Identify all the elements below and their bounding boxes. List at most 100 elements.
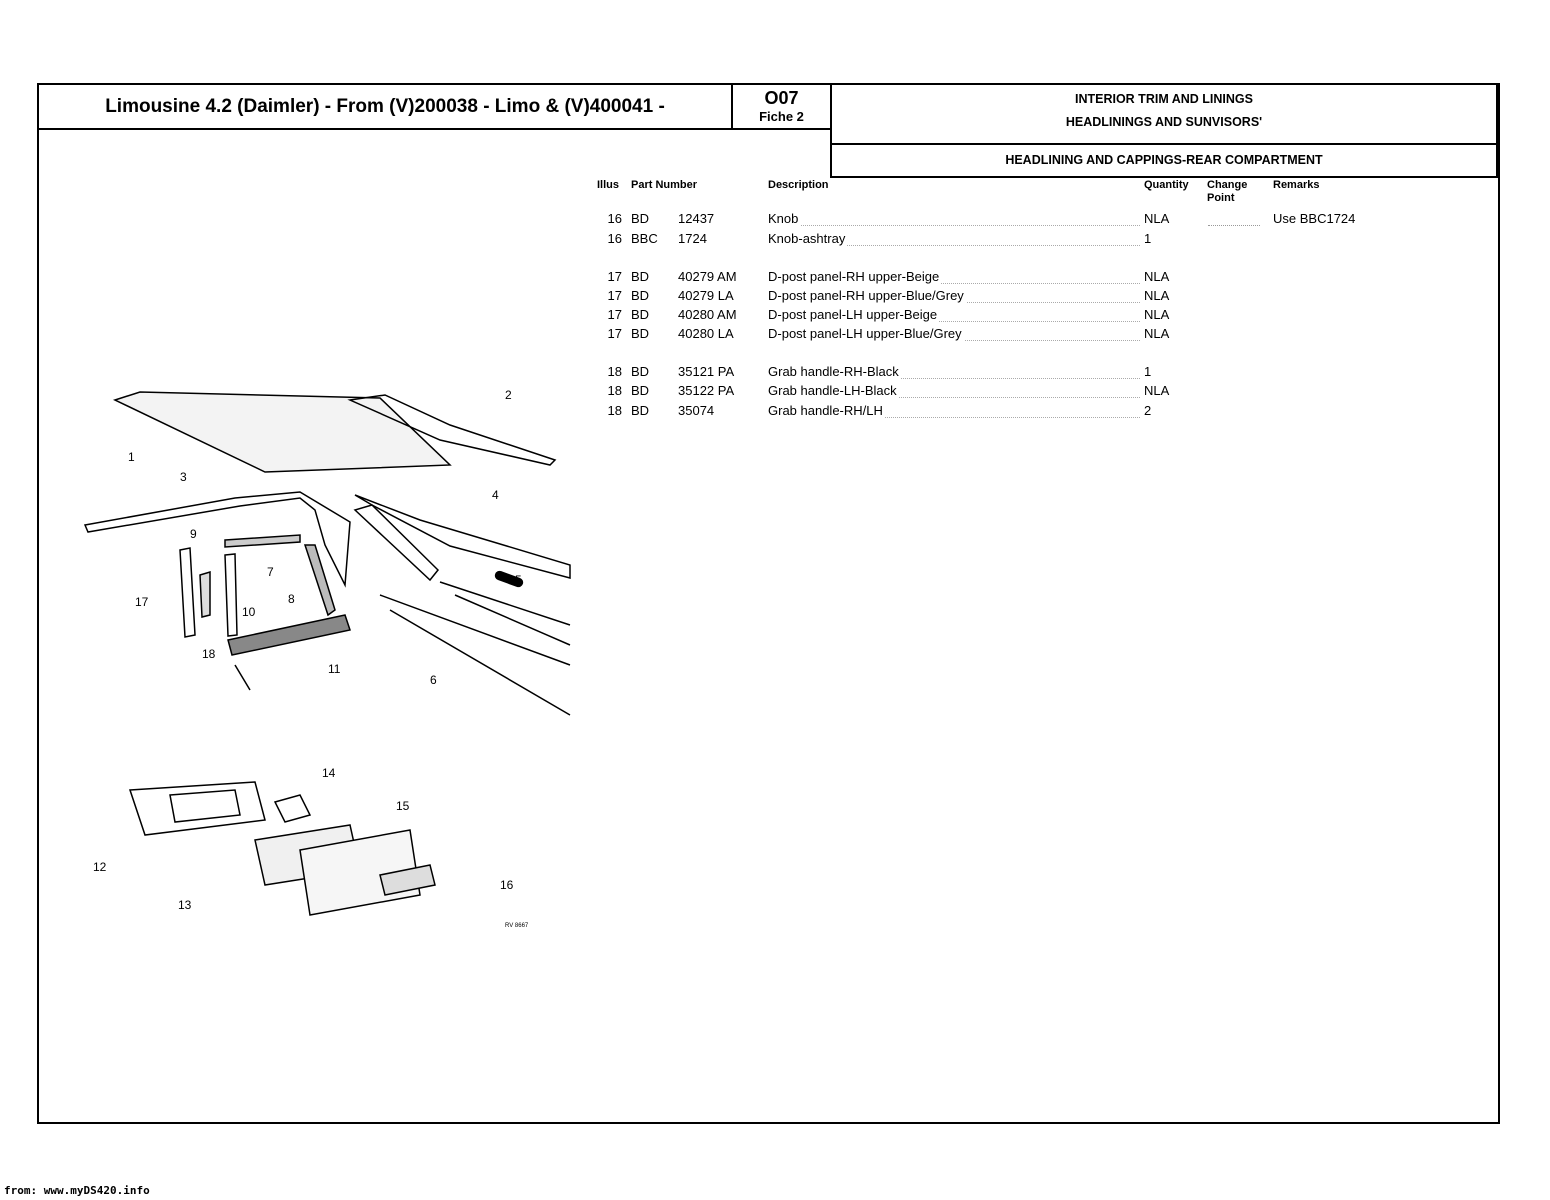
dot-leader: D-post panel-LH upper-Blue/Grey [768,326,1140,341]
remarks: Use BBC1724 [1273,211,1356,226]
part-number: 40279 LA [678,288,734,303]
page-title: Limousine 4.2 (Daimler) - From (V)200038… [37,83,733,130]
dot-leader: Knob [768,211,1140,226]
quantity: NLA [1144,326,1170,341]
table-row: 18 BD 35122 PA Grab handle-LH-Black NLA [0,383,1550,401]
part-prefix: BD [631,269,650,284]
table-row: 17 BD 40280 LA D-post panel-LH upper-Blue/G… [0,326,1550,344]
callout-label: 4 [492,488,499,502]
quantity: 1 [1144,364,1152,379]
callout-label: 13 [178,898,192,912]
part-number: 40280 LA [678,326,734,341]
part-prefix: BD [631,383,650,398]
group-code: O07 [764,88,799,108]
part-number: 12437 [678,211,715,226]
illus-number: 18 [607,403,622,418]
callout-label: 14 [322,766,336,780]
description: Knob-ashtray [768,231,848,246]
subsection-title: HEADLININGS AND SUNVISORS' [1065,115,1263,129]
col-remarks: Remarks [1273,179,1320,191]
part-prefix: BD [631,326,650,341]
description: Grab handle-RH-Black [768,364,901,379]
part-prefix: BD [631,307,650,322]
col-illus: Illus [597,179,620,191]
description: D-post panel-LH upper-Blue/Grey [768,326,964,341]
quantity: NLA [1144,383,1170,398]
part-number: 35122 PA [678,383,735,398]
part-prefix: BD [631,403,650,418]
table-row: 18 BD 35121 PA Grab handle-RH-Black 1 [0,364,1550,382]
callout-label: 8 [288,592,295,606]
dot-leader: Grab handle-RH/LH [768,403,1140,418]
part-prefix: BD [631,364,650,379]
callout-label: 3 [180,470,187,484]
callout-label: 6 [430,673,437,687]
part-number: 40280 AM [678,307,737,322]
description: Grab handle-LH-Black [768,383,899,398]
illus-number: 18 [607,364,622,379]
description: D-post panel-RH upper-Beige [768,269,942,284]
col-quantity: Quantity [1144,179,1189,191]
callout-label: 7 [267,565,274,579]
part-number: 1724 [678,231,707,246]
description: Grab handle-RH/LH [768,403,885,418]
callout-label: 2 [505,388,512,402]
dot-leader: Grab handle-LH-Black [768,383,1140,398]
illus-number: 17 [607,288,622,303]
section-header: INTERIOR TRIM AND LININGS HEADLININGS AN… [830,83,1498,145]
exploded-view-drawing [83,391,571,916]
part-prefix: BBC [631,231,658,246]
part-prefix: BD [631,211,650,226]
col-description: Description [768,179,829,191]
quantity: NLA [1144,269,1170,284]
callout-label: 15 [396,799,410,813]
quantity: NLA [1144,211,1170,226]
dot-leader: D-post panel-RH upper-Beige [768,269,1140,284]
callout-label: 12 [93,860,107,874]
callout-label: 18 [202,647,216,661]
quantity: NLA [1144,307,1170,322]
description: Knob [768,211,801,226]
fiche-number: Fiche 2 [759,109,804,124]
quantity: NLA [1144,288,1170,303]
callout-label: 11 [328,662,341,676]
part-number: 35074 [678,403,715,418]
dot-leader: D-post panel-LH upper-Beige [768,307,1140,322]
col-part-number: Part Number [631,179,698,191]
callout-label: 9 [190,527,197,541]
table-row: 17 BD 40279 AM D-post panel-RH upper-Beige N… [0,269,1550,287]
callout-label: 16 [500,878,514,892]
callout-label: 10 [242,605,256,619]
description: D-post panel-LH upper-Beige [768,307,940,322]
footer-source: from: www.myDS420.info [4,1184,150,1197]
table-row: 18 BD 35074 Grab handle-RH/LH 2 [0,403,1550,421]
part-number: 35121 PA [678,364,735,379]
illus-number: 17 [607,326,622,341]
illus-number: 18 [607,383,622,398]
quantity: 2 [1144,403,1152,418]
part-number: 40279 AM [678,269,737,284]
illus-number: 16 [607,231,622,246]
illus-number: 16 [607,211,622,226]
callout-label: 17 [135,595,149,609]
table-row: 16 BBC 1724 Knob-ashtray 1 [0,231,1550,249]
part-prefix: BD [631,288,650,303]
group-title: HEADLINING AND CAPPINGS-REAR COMPARTMENT [830,143,1498,178]
table-row: 17 BD 40280 AM D-post panel-LH upper-Beige N… [0,307,1550,325]
description: D-post panel-RH upper-Blue/Grey [768,288,966,303]
dot-leader: Knob-ashtray [768,231,1140,246]
fiche-code: O07 Fiche 2 [731,83,832,130]
table-row: 16 BD 12437 Knob NLA Use BBC1724 [0,211,1550,229]
quantity: 1 [1144,231,1152,246]
dot-leader: Grab handle-RH-Black [768,364,1140,379]
callout-label: 5 [515,573,522,587]
table-row: 17 BD 40279 LA D-post panel-RH upper-Blue/G… [0,288,1550,306]
section-title: INTERIOR TRIM AND LININGS [1074,92,1253,106]
illus-number: 17 [607,307,622,322]
dot-leader: D-post panel-RH upper-Blue/Grey [768,288,1140,303]
col-change-point: Change Point [1207,179,1248,204]
change-point-leader [1208,211,1260,226]
illus-number: 17 [607,269,622,284]
callout-label: 1 [128,450,135,464]
